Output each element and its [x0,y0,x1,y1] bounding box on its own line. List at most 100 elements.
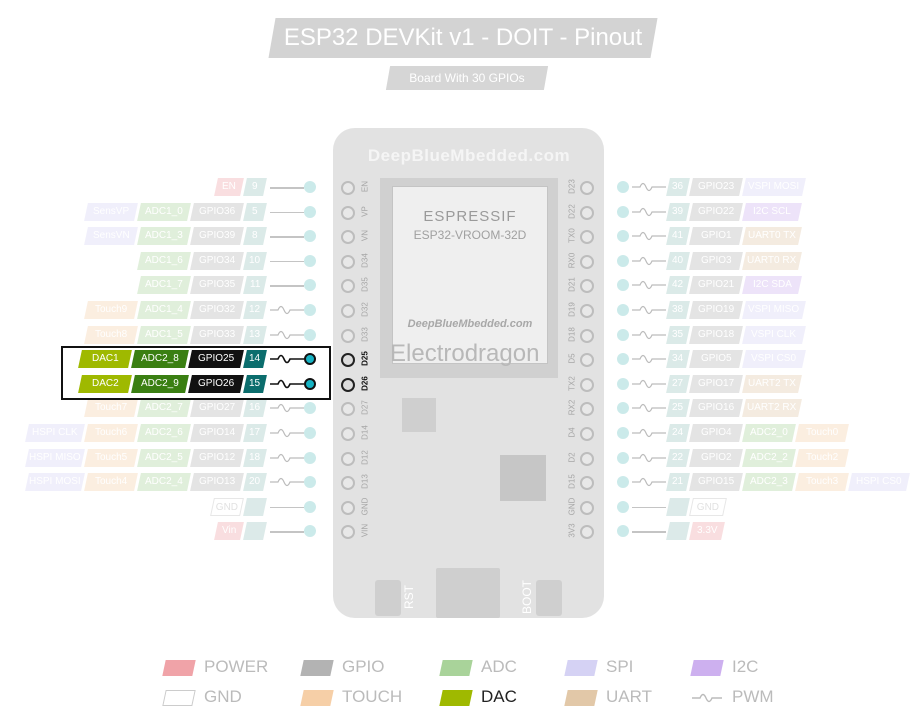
pin-function-label: ADC2_4 [145,476,183,488]
pin-function-tag: 24 [666,424,690,442]
pin-function-label: UART0 RX [747,254,797,266]
pin-board-label: D33 [360,326,370,342]
pin-function-label: GPIO1 [700,230,732,242]
pin-board-label: GND [567,497,577,516]
pin-function-label: Touch8 [94,328,128,340]
pin-function-tag: ADC1_6 [137,251,191,270]
pin-connector-dot [304,279,316,292]
pwm-wave-icon [632,207,666,216]
pin-function-tag: 25 [666,399,690,418]
pin-function-tag: 34 [666,350,690,369]
pin-function-label: GPIO4 [700,427,732,438]
pin-connector-dot [617,230,629,243]
pin-function-label: Vin [221,525,237,537]
pin-function-label: Touch6 [94,427,128,438]
pin-function-tag: GPIO12 [190,448,244,467]
pin-function-tag: 40 [666,251,690,270]
pin-function-tag: GPIO35 [190,276,244,295]
pin-board-label: D13 [360,474,370,490]
pin-hole [580,181,594,195]
pin-function-label: 10 [249,254,261,266]
pin-function-tag: GPIO32 [190,301,244,319]
legend-label: GPIO [342,657,385,676]
pin-function-label: 34 [672,353,684,365]
pin-board-label: VP [360,205,370,217]
pin-function-tag: VSPI MISO [742,301,806,319]
pin-function-tag: ADC2_6 [137,424,191,442]
pin-hole [580,353,594,368]
pin-board-label: D23 [567,179,577,194]
pin-connector-dot [304,181,316,193]
usb-connector [436,568,500,618]
legend-swatch [162,660,196,676]
pin-board-label: D18 [567,326,577,342]
pin-connector-dot [617,181,629,193]
pin-wire [270,236,304,238]
legend-label: PWM [732,687,774,706]
pin-function-tag: 35 [666,325,690,344]
pin-function-label: GPIO33 [198,328,236,340]
pin-function-label: GND [696,501,719,513]
pin-function-tag: HSPI MISO [25,448,85,467]
pin-function-label: 16 [249,402,261,414]
pin-function-tag [666,497,690,516]
pin-connector-dot [617,279,629,292]
pin-function-tag: HSPI CLK [25,424,85,442]
pin-function-label: ADC1_0 [145,205,183,217]
pin-function-label: ADC1_7 [145,279,183,291]
pin-hole [580,402,594,417]
pin-connector-dot [304,254,316,267]
pin-function-tag: ADC1_7 [137,276,191,295]
pin-wire [270,187,304,189]
diagram-subtitle-banner: Board With 30 GPIOs [385,66,549,90]
pin-connector-dot [617,377,629,390]
pin-board-label: D27 [360,400,370,416]
pin-board-label: D34 [360,252,370,268]
pin-connector-dot [304,304,316,316]
pwm-wave-icon [632,330,666,339]
pin-function-label: GPIO21 [697,279,735,291]
pin-function-tag [666,522,690,541]
pin-function-label: SensVN [92,230,130,242]
pin-connector-dot [617,328,629,341]
legend-label: SPI [606,657,634,676]
pin-function-label: EN [222,181,236,192]
pin-function-tag: EN [214,178,244,196]
pin-board-label: 3V3 [567,523,577,539]
pin-function-tag: GPIO33 [190,325,244,344]
pin-hole [580,377,594,392]
pin-function-label: GPIO3 [700,254,732,266]
pin-function-tag: Touch3 [795,473,849,492]
pin-hole [341,377,355,392]
pin-hole [341,181,355,195]
pin-board-label: D12 [360,449,370,465]
pin-function-label: GPIO22 [697,205,735,217]
pin-function-label: GPIO27 [198,402,236,414]
pwm-wave-icon [270,453,304,462]
pin-function-label: ADC2_2 [750,451,788,463]
pin-function-tag: 17 [243,424,267,442]
legend-swatch [162,690,196,706]
pin-board-label: D15 [567,474,577,490]
pwm-wave-icon [632,428,666,438]
pin-function-label: 22 [672,451,684,463]
pin-board-label: TX2 [567,375,577,391]
pin-function-label: 42 [672,279,684,291]
pin-board-label: D14 [360,425,370,440]
pin-function-label: 36 [672,181,684,192]
pwm-wave-icon [632,232,666,241]
legend-swatch [690,660,724,676]
pin-hole [580,525,594,540]
pin-function-label: 5 [252,205,258,217]
pin-function-label: 35 [672,328,684,340]
pin-function-label: GPIO18 [697,328,735,340]
pin-function-tag: UART2 TX [742,374,802,393]
pin-function-tag: Touch5 [84,448,138,467]
pin-function-tag: Vin [214,522,244,541]
diagram-title: ESP32 DEVKit v1 - DOIT - Pinout [283,24,643,51]
pin-hole [341,525,355,540]
pin-function-tag: Touch7 [84,399,138,418]
pin-function-label: Touch9 [94,304,128,315]
pin-board-label: D25 [360,351,370,367]
pin-function-label: 27 [672,377,684,389]
